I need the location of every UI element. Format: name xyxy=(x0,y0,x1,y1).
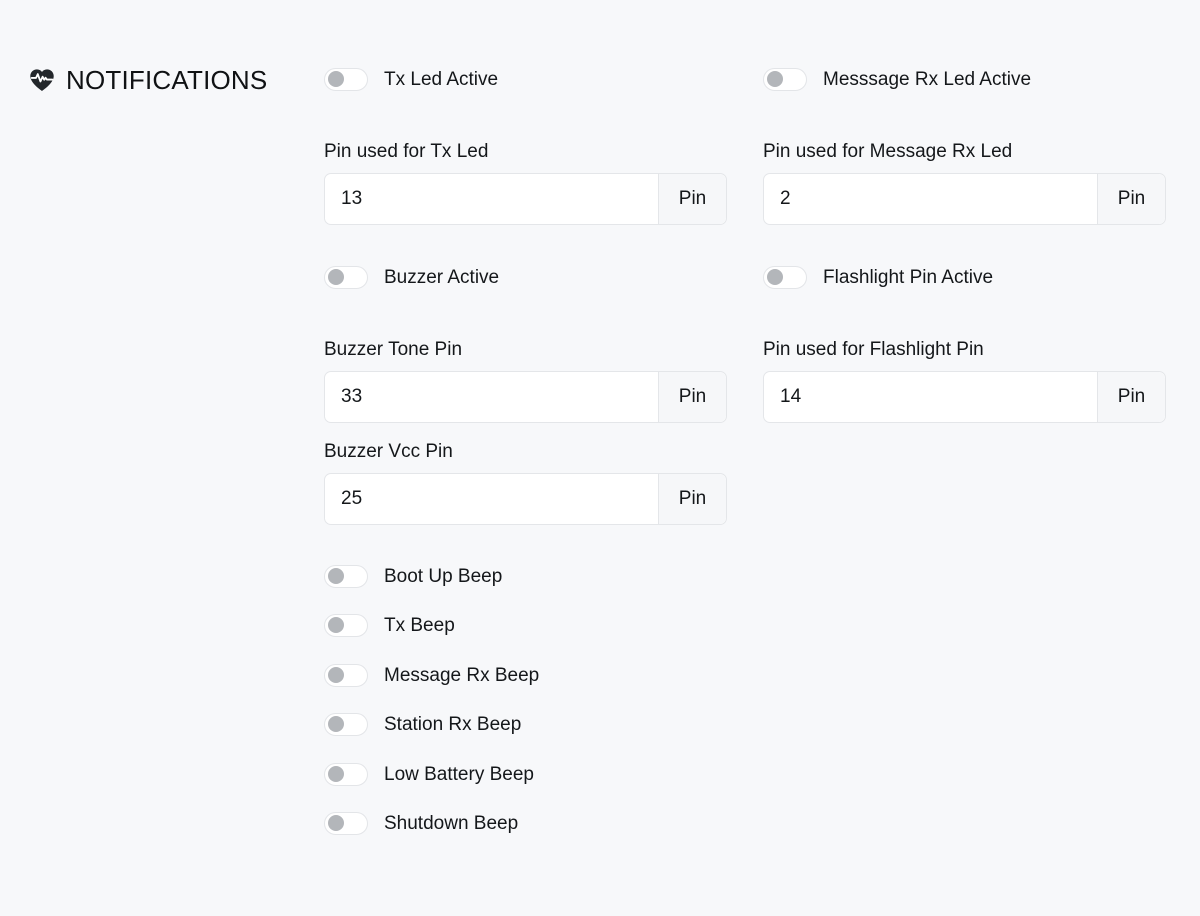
toggle-label-shutdown-beep: Shutdown Beep xyxy=(384,812,519,834)
toggle-label-flashlight-pin-active: Flashlight Pin Active xyxy=(823,266,994,288)
switch-low-battery-beep[interactable] xyxy=(324,762,368,786)
toggle-label-low-battery-beep: Low Battery Beep xyxy=(384,763,534,785)
toggle-row-low-battery-beep[interactable]: Low Battery Beep xyxy=(324,761,534,787)
section-header: NOTIFICATIONS xyxy=(28,62,267,98)
switch-knob xyxy=(328,766,344,782)
switch-flashlight-pin-active[interactable] xyxy=(763,265,807,289)
toggle-row-flashlight-pin-active[interactable]: Flashlight Pin Active xyxy=(763,264,993,290)
toggle-row-message-rx-beep[interactable]: Message Rx Beep xyxy=(324,662,539,688)
switch-shutdown-beep[interactable] xyxy=(324,811,368,835)
input-group-message-rx-led-pin[interactable]: Pin xyxy=(763,173,1166,225)
input-group-tx-led-pin[interactable]: Pin xyxy=(324,173,727,225)
switch-message-rx-led-active[interactable] xyxy=(763,67,807,91)
heart-pulse-icon xyxy=(28,66,56,94)
addon-buzzer-vcc-pin-unit: Pin xyxy=(658,474,726,524)
input-message-rx-led-pin[interactable] xyxy=(764,174,1097,224)
field-label-buzzer-vcc-pin: Buzzer Vcc Pin xyxy=(324,441,453,462)
input-group-flashlight-pin[interactable]: Pin xyxy=(763,371,1166,423)
switch-buzzer-active[interactable] xyxy=(324,265,368,289)
toggle-label-boot-up-beep: Boot Up Beep xyxy=(384,565,503,587)
toggle-label-tx-led-active: Tx Led Active xyxy=(384,68,499,90)
input-group-buzzer-vcc-pin[interactable]: Pin xyxy=(324,473,727,525)
switch-boot-up-beep[interactable] xyxy=(324,564,368,588)
switch-knob xyxy=(328,815,344,831)
field-tx-led-pin: Pin used for Tx Led Pin xyxy=(324,140,727,225)
switch-station-rx-beep[interactable] xyxy=(324,712,368,736)
switch-knob xyxy=(328,716,344,732)
page-title: NOTIFICATIONS xyxy=(66,65,268,95)
addon-buzzer-tone-pin-unit: Pin xyxy=(658,372,726,422)
switch-knob xyxy=(767,71,783,87)
input-buzzer-tone-pin[interactable] xyxy=(325,372,658,422)
field-message-rx-led-pin: Pin used for Message Rx Led Pin xyxy=(763,140,1166,225)
field-flashlight-pin: Pin used for Flashlight Pin Pin xyxy=(763,338,1166,423)
input-group-buzzer-tone-pin[interactable]: Pin xyxy=(324,371,727,423)
toggle-label-station-rx-beep: Station Rx Beep xyxy=(384,713,522,735)
switch-tx-led-active[interactable] xyxy=(324,67,368,91)
input-tx-led-pin[interactable] xyxy=(325,174,658,224)
field-label-flashlight-pin: Pin used for Flashlight Pin xyxy=(763,339,984,360)
field-label-message-rx-led-pin: Pin used for Message Rx Led xyxy=(763,141,1013,162)
toggle-label-buzzer-active: Buzzer Active xyxy=(384,266,500,288)
addon-tx-led-pin-unit: Pin xyxy=(658,174,726,224)
switch-knob xyxy=(328,667,344,683)
switch-knob xyxy=(328,269,344,285)
toggle-row-message-rx-led-active[interactable]: Messsage Rx Led Active xyxy=(763,66,1031,92)
field-buzzer-tone-pin: Buzzer Tone Pin Pin xyxy=(324,338,727,423)
toggle-label-tx-beep: Tx Beep xyxy=(384,614,455,636)
field-buzzer-vcc-pin: Buzzer Vcc Pin Pin xyxy=(324,440,727,525)
toggle-row-boot-up-beep[interactable]: Boot Up Beep xyxy=(324,563,502,589)
switch-knob xyxy=(328,617,344,633)
switch-knob xyxy=(328,568,344,584)
field-label-tx-led-pin: Pin used for Tx Led xyxy=(324,141,489,162)
input-flashlight-pin[interactable] xyxy=(764,372,1097,422)
toggle-label-message-rx-led-active: Messsage Rx Led Active xyxy=(823,68,1032,90)
field-label-buzzer-tone-pin: Buzzer Tone Pin xyxy=(324,339,463,360)
switch-message-rx-beep[interactable] xyxy=(324,663,368,687)
switch-knob xyxy=(767,269,783,285)
toggle-row-tx-led-active[interactable]: Tx Led Active xyxy=(324,66,498,92)
addon-flashlight-pin-unit: Pin xyxy=(1097,372,1165,422)
toggle-label-message-rx-beep: Message Rx Beep xyxy=(384,664,540,686)
switch-knob xyxy=(328,71,344,87)
toggle-row-shutdown-beep[interactable]: Shutdown Beep xyxy=(324,810,518,836)
switch-tx-beep[interactable] xyxy=(324,613,368,637)
addon-message-rx-led-pin-unit: Pin xyxy=(1097,174,1165,224)
input-buzzer-vcc-pin[interactable] xyxy=(325,474,658,524)
toggle-row-buzzer-active[interactable]: Buzzer Active xyxy=(324,264,499,290)
toggle-row-tx-beep[interactable]: Tx Beep xyxy=(324,612,455,638)
toggle-row-station-rx-beep[interactable]: Station Rx Beep xyxy=(324,711,521,737)
